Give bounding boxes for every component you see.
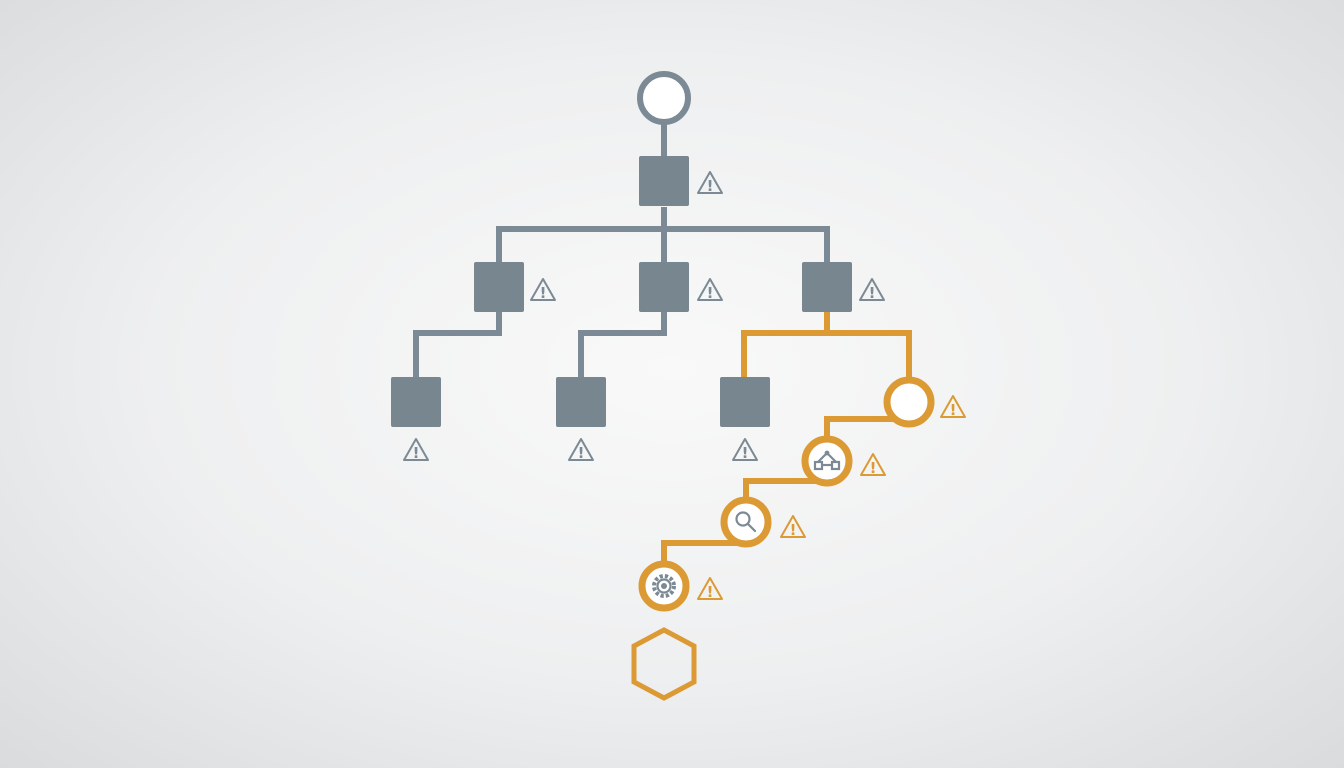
svg-text:!: !	[870, 459, 877, 477]
warning-triangle-icon: !	[697, 278, 723, 302]
leaf-box-node-2[interactable]	[556, 377, 606, 427]
warning-triangle-icon: !	[697, 577, 723, 601]
highlighted-path	[661, 312, 912, 562]
warning-triangle-icon: !	[568, 438, 594, 462]
leaf-box-node-1[interactable]	[391, 377, 441, 427]
svg-text:!: !	[869, 284, 876, 302]
svg-text:!: !	[578, 444, 585, 462]
decision-circle-node[interactable]	[883, 376, 935, 428]
warning-triangle-icon: !	[732, 438, 758, 462]
root-box-node[interactable]	[639, 156, 689, 206]
warning-triangle-icon: !	[697, 171, 723, 195]
magnifier-icon	[735, 511, 757, 533]
box-node-center[interactable]	[639, 262, 689, 312]
warning-triangle-icon: !	[780, 515, 806, 539]
svg-text:!: !	[742, 444, 749, 462]
box-node-right[interactable]	[802, 262, 852, 312]
box-node-left[interactable]	[474, 262, 524, 312]
svg-text:!: !	[707, 583, 714, 601]
root-circle-node[interactable]	[637, 71, 691, 125]
warning-triangle-icon: !	[940, 395, 966, 419]
settings-node[interactable]	[638, 560, 690, 612]
grey-connectors	[413, 124, 830, 377]
warning-triangle-icon: !	[859, 278, 885, 302]
network-diagram-icon	[813, 450, 841, 471]
svg-text:!: !	[707, 177, 714, 195]
network-node[interactable]	[801, 435, 853, 487]
end-hexagon-node[interactable]	[631, 627, 697, 701]
leaf-box-node-3[interactable]	[720, 377, 770, 427]
search-node[interactable]	[720, 496, 772, 548]
warning-triangle-icon: !	[403, 438, 429, 462]
gear-icon	[652, 574, 676, 598]
svg-text:!: !	[950, 401, 957, 419]
svg-text:!: !	[540, 284, 547, 302]
warning-triangle-icon: !	[860, 453, 886, 477]
svg-text:!: !	[413, 444, 420, 462]
warning-triangle-icon: !	[530, 278, 556, 302]
svg-text:!: !	[790, 521, 797, 539]
svg-text:!: !	[707, 284, 714, 302]
